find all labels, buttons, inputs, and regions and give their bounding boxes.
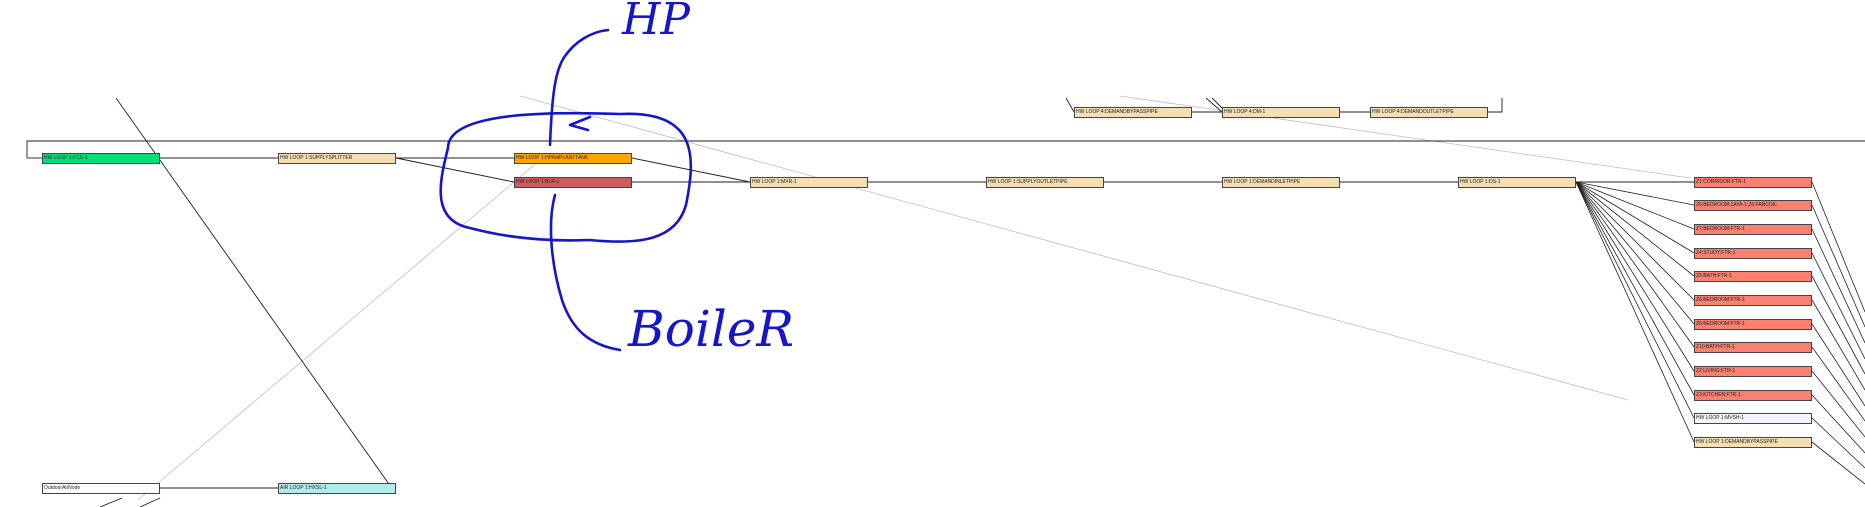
node-z8-bedroom[interactable]: Z8:BEDROOM:FTR-1 [1694,319,1812,330]
node-z10-bath[interactable]: Z10:BATH:FTR-1 [1694,342,1812,353]
branch-inlet-line [1575,181,1695,301]
branch-inlet-line [1575,181,1695,206]
node-z6-bedroom-fancoil[interactable]: Z6:BEDROOM:1AYA-1:Z6:FANCOIL [1694,200,1812,211]
branch-inlet-line [1575,181,1695,372]
branch-outlet-line [1811,299,1865,391]
node-z3-kitchen[interactable]: Z3:KITCHEN:FTR-1 [1694,390,1812,401]
node-hw-supplyoutletpipe[interactable]: HW LOOP 1:SUPPLYOUTLETPIPE [986,177,1104,188]
branch-outlet-line [1811,370,1865,438]
node-hw-ds[interactable]: HW LOOP 1:DS-1 [1458,177,1576,188]
node-hw-demandinletpipe[interactable]: HW LOOP 1:DEMANDINLETPIPE [1222,177,1340,188]
node-z5-bath[interactable]: Z5:BATH:FTR-1 [1694,271,1812,282]
node-hw4-demandoutletpipe[interactable]: HW LOOP 4:DEMANDOUTLETPIPE [1370,107,1488,118]
branch-outlet-line [1811,228,1865,344]
branch-inlet-line [1575,181,1695,277]
node-outdoor-air[interactable]: OutdoorAirNode [42,483,160,494]
node-hw-supplysplitter[interactable]: HW LOOP 1:SUPPLYSPLITTER [278,153,396,164]
hp-pointer-stroke [548,28,610,147]
branch-inlet-line [1575,181,1695,348]
branch-inlet-line [1575,181,1695,254]
branch-outlet-line [1811,181,1865,313]
branch-outlet-line [1811,346,1865,422]
node-hw-mvsh[interactable]: HW LOOP 1:MVSH-1 [1694,413,1812,424]
branch-outlet-line [1811,441,1865,485]
branch-outlet-line [1811,417,1865,469]
node-hw-fcs[interactable]: HW LOOP 1:FCS-1 [42,153,160,164]
node-z6-bedroom-ftr[interactable]: Z6:BEDROOM:FTR-1 [1694,295,1812,306]
node-z4-study[interactable]: Z4:STUDY:FTR-1 [1694,248,1812,259]
hp-arrowhead-stroke [568,115,592,132]
branch-outlet-line [1811,394,1865,454]
node-hw-mxr[interactable]: HW LOOP 1:MXR-1 [750,177,868,188]
node-air-hxsl[interactable]: AIR LOOP 1:HXSL-1 [278,483,396,494]
branch-outlet-line [1811,204,1865,328]
branch-inlet-line [1575,181,1695,443]
node-hw4-demandbypasspipe[interactable]: HW LOOP 4:DEMANDBYPASSPIPE [1074,107,1192,118]
branch-outlet-line [1811,252,1865,360]
branch-inlet-line [1575,181,1695,230]
node-hw-hpamplanttank[interactable]: HW LOOP 1:HPAMPLANTTANK [514,153,632,164]
boiler-pointer-stroke [549,193,622,352]
branch-outlet-line [1811,323,1865,407]
branch-inlet-line [1575,181,1695,396]
node-z7-bedroom[interactable]: Z7:BEDROOM:FTR-1 [1694,224,1812,235]
node-hw-demandbypasspipe[interactable]: HW LOOP 1:DEMANDBYPASSPIPE [1694,437,1812,448]
boiler-annotation: BoileR [628,300,795,358]
branch-outlet-line [1811,275,1865,375]
branch-inlet-line [1575,181,1695,325]
node-hw-blr[interactable]: HW LOOP 1:BLR-1 [514,177,632,188]
node-z2-living[interactable]: Z2:LIVING:FTR-1 [1694,366,1812,377]
node-hw4-dm[interactable]: HW LOOP 4:DM-1 [1222,107,1340,118]
branch-inlet-line [1575,181,1695,419]
node-z1-corridor[interactable]: Z1:CORRIDOR:FTR-1 [1694,177,1812,188]
hp-annotation: HP [622,0,690,45]
equipment-circle-stroke [439,111,693,243]
